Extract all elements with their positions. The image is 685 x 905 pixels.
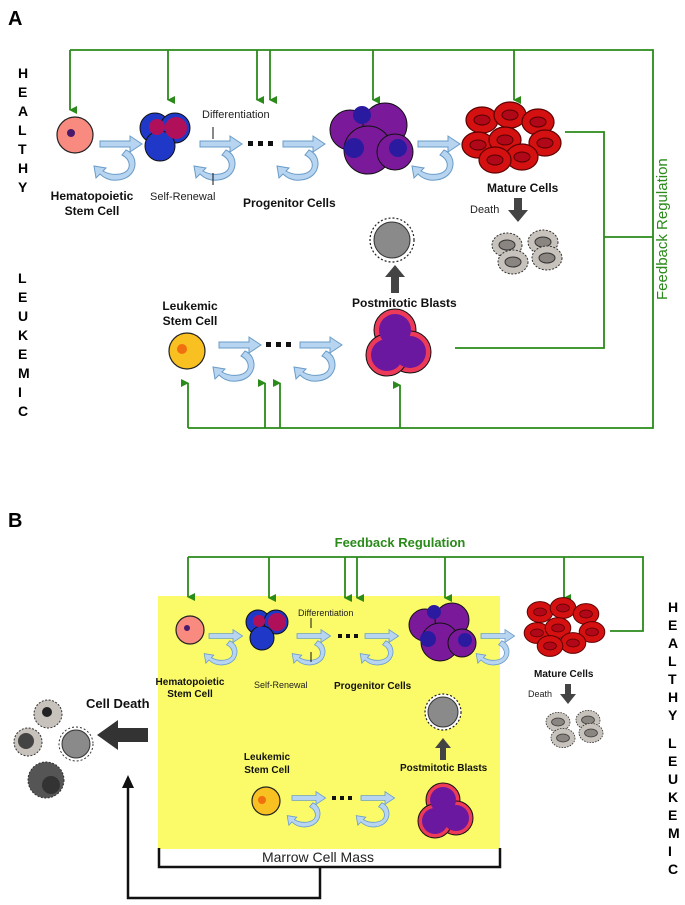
lsc-label-line2-b: Stem Cell bbox=[244, 765, 290, 776]
lsc-label-line1-b: Leukemic bbox=[244, 752, 291, 763]
lsc-label-line1-a: Leukemic bbox=[162, 299, 218, 313]
svg-text:Y: Y bbox=[668, 707, 678, 723]
flow-arrow-a3 bbox=[276, 135, 326, 181]
flow-arrow-a5 bbox=[212, 336, 262, 382]
svg-text:K: K bbox=[18, 327, 28, 343]
leukemic-stem-cell-a bbox=[168, 332, 206, 370]
panel-a-letter: A bbox=[8, 8, 22, 30]
svg-text:U: U bbox=[668, 771, 678, 787]
svg-text:Y: Y bbox=[18, 179, 28, 195]
hsc-label-line2-a: Stem Cell bbox=[65, 204, 120, 218]
late-progenitor-cluster-b bbox=[408, 602, 477, 662]
cell-death-label: Cell Death bbox=[86, 696, 150, 711]
blast-up-arrow-b bbox=[435, 738, 451, 760]
svg-text:H: H bbox=[668, 599, 678, 615]
ellipsis-dots-a2 bbox=[266, 342, 291, 347]
svg-text:A: A bbox=[668, 635, 678, 651]
cell-death-return-arrowhead bbox=[122, 775, 134, 788]
death-label-b: Death bbox=[528, 689, 552, 699]
dead-cells-b bbox=[545, 710, 604, 748]
mature-label-a: Mature Cells bbox=[487, 181, 559, 195]
flow-arrow-a4 bbox=[411, 135, 461, 181]
flow-arrow-a1 bbox=[93, 135, 143, 181]
svg-text:H: H bbox=[18, 65, 28, 81]
differentiation-label-a: Differentiation bbox=[202, 109, 270, 121]
svg-text:A: A bbox=[18, 103, 28, 119]
feedback-label-b: Feedback Regulation bbox=[335, 535, 466, 550]
svg-text:T: T bbox=[668, 671, 677, 687]
cell-death-arrow bbox=[97, 720, 148, 750]
leukemic-stem-cell-b bbox=[251, 786, 281, 816]
svg-text:M: M bbox=[668, 825, 680, 841]
svg-text:T: T bbox=[18, 141, 27, 157]
marrow-bracket bbox=[157, 848, 502, 869]
dying-cells-cluster bbox=[13, 699, 94, 799]
postmitotic-label-b: Postmitotic Blasts bbox=[400, 763, 488, 774]
dead-cells-a bbox=[491, 229, 563, 275]
death-label-a: Death bbox=[470, 204, 499, 216]
cell-death-return-line bbox=[126, 778, 322, 900]
leukemic-blast-cluster-a bbox=[365, 308, 432, 377]
self-renewal-label-a: Self-Renewal bbox=[150, 191, 215, 203]
svg-text:I: I bbox=[18, 384, 22, 400]
ellipsis-dots-a1 bbox=[248, 141, 273, 146]
svg-text:L: L bbox=[18, 270, 27, 286]
svg-text:E: E bbox=[668, 617, 677, 633]
death-arrow-a bbox=[508, 198, 528, 222]
marrow-label: Marrow Cell Mass bbox=[262, 849, 374, 865]
svg-text:E: E bbox=[668, 807, 677, 823]
self-renewal-label-b: Self-Renewal bbox=[254, 680, 308, 690]
blast-up-arrow-a bbox=[385, 265, 405, 293]
hsc-label-line2-b: Stem Cell bbox=[167, 689, 213, 700]
differentiation-label-b: Differentiation bbox=[298, 608, 353, 618]
hsc-label-line1-a: Hematopoietic bbox=[51, 189, 134, 203]
flow-arrow-a2 bbox=[193, 135, 243, 181]
healthy-vertical-label-b: H E A L T H Y bbox=[668, 599, 678, 723]
svg-text:M: M bbox=[18, 365, 30, 381]
progenitor-label-b: Progenitor Cells bbox=[334, 681, 412, 692]
hsc-label-line1-b: Hematopoietic bbox=[156, 677, 225, 688]
svg-text:L: L bbox=[668, 653, 677, 669]
svg-text:L: L bbox=[668, 735, 677, 751]
svg-text:E: E bbox=[18, 289, 27, 305]
early-progenitor-cluster-a bbox=[139, 112, 191, 162]
healthy-vertical-label: H E A L T H Y bbox=[18, 65, 28, 195]
svg-text:U: U bbox=[18, 308, 28, 324]
svg-text:C: C bbox=[18, 403, 28, 419]
late-progenitor-cluster-a bbox=[329, 102, 414, 175]
svg-text:E: E bbox=[668, 753, 677, 769]
svg-text:L: L bbox=[18, 122, 27, 138]
mature-cells-cluster-a bbox=[461, 101, 562, 174]
mature-label-b: Mature Cells bbox=[534, 669, 594, 680]
death-arrow-b bbox=[560, 684, 576, 704]
flow-arrow-a6 bbox=[293, 336, 343, 382]
svg-text:H: H bbox=[668, 689, 678, 705]
postmitotic-label-a: Postmitotic Blasts bbox=[352, 296, 457, 310]
ellipsis-dots-b1 bbox=[338, 634, 358, 638]
lsc-label-line2-a: Stem Cell bbox=[163, 314, 218, 328]
svg-text:E: E bbox=[18, 84, 27, 100]
feedback-label-a: Feedback Regulation bbox=[654, 158, 671, 300]
postmitotic-dying-blast-b bbox=[424, 693, 462, 731]
progenitor-label-a: Progenitor Cells bbox=[243, 196, 336, 210]
leukemic-vertical-label: L E U K E M I C bbox=[18, 270, 30, 419]
svg-text:K: K bbox=[668, 789, 678, 805]
leukemic-blast-cluster-b bbox=[417, 782, 474, 839]
feedback-lines-b bbox=[187, 556, 644, 632]
panel-b-letter: B bbox=[8, 510, 22, 532]
hematopoietic-stem-cell-a bbox=[56, 116, 94, 154]
mature-cells-cluster-b bbox=[523, 597, 606, 657]
leukemic-vertical-label-b: L E U K E M I C bbox=[668, 735, 680, 877]
svg-text:I: I bbox=[668, 843, 672, 859]
postmitotic-dying-blast-a bbox=[369, 217, 415, 263]
svg-text:C: C bbox=[668, 861, 678, 877]
ellipsis-dots-b2 bbox=[332, 796, 352, 800]
svg-text:E: E bbox=[18, 346, 27, 362]
hematopoietic-stem-cell-b bbox=[175, 615, 205, 645]
feedback-lines-a bbox=[69, 49, 654, 429]
early-progenitor-cluster-b bbox=[245, 609, 289, 651]
svg-text:H: H bbox=[18, 160, 28, 176]
